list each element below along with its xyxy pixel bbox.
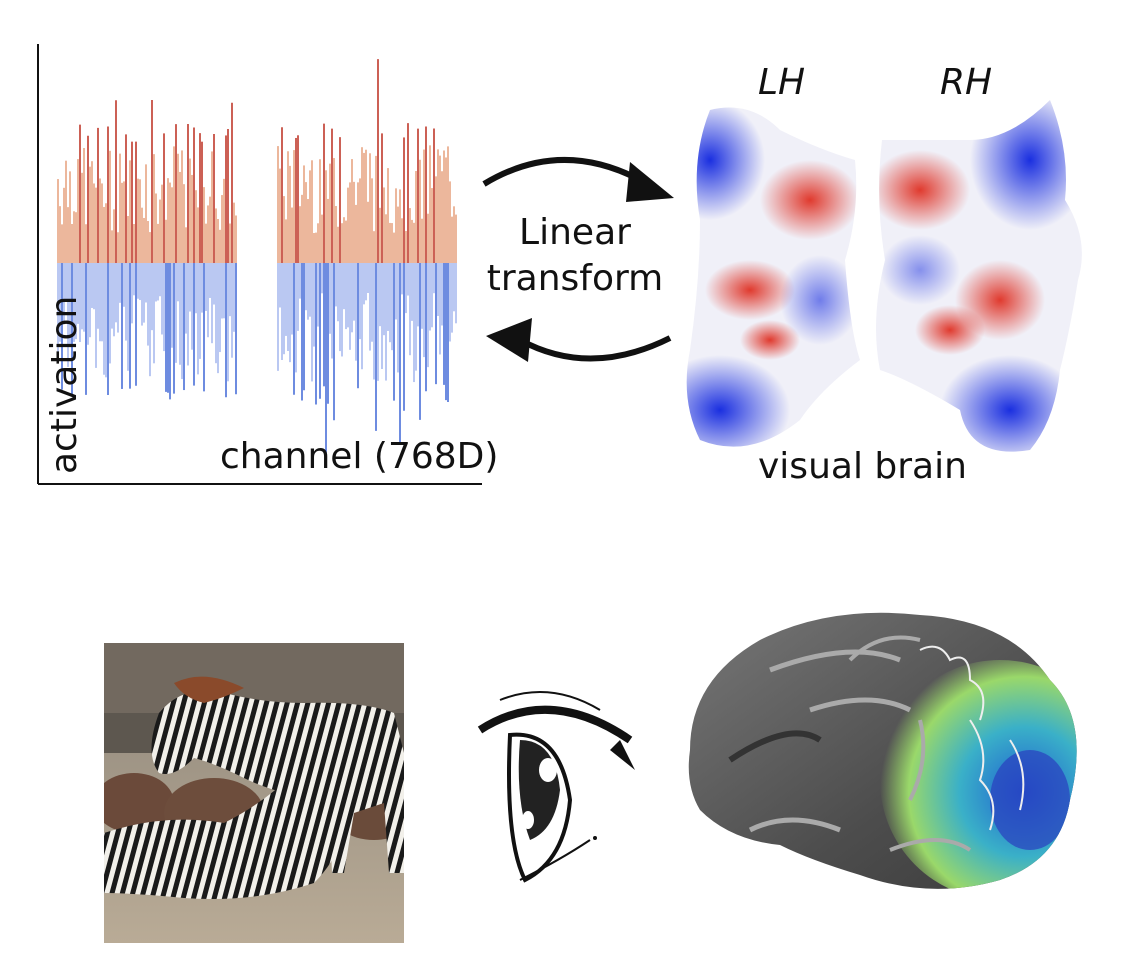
backward-arrow <box>518 335 672 362</box>
flatmap-right-hemisphere <box>876 100 1082 452</box>
forward-arrow-head <box>626 162 674 202</box>
lying-zebra <box>104 771 343 899</box>
brain-3d-surface <box>688 612 1077 889</box>
x-axis-label: channel (768D) <box>220 436 499 477</box>
transform-label-line2: transform <box>486 258 664 299</box>
eye-drawing <box>477 691 635 883</box>
transform-arrows <box>482 157 674 362</box>
right-hemisphere-label: RH <box>940 62 993 103</box>
transform-label: Linear transform <box>470 210 680 302</box>
y-axis-label: activation <box>44 295 85 474</box>
zebra-photo <box>104 643 404 943</box>
activation-chart <box>37 44 482 485</box>
backward-arrow-head <box>486 318 532 362</box>
forward-arrow <box>482 157 642 187</box>
brain-flatmaps <box>686 100 1082 452</box>
visual-brain-label: visual brain <box>758 446 967 487</box>
transform-label-line1: Linear <box>519 212 631 253</box>
flatmap-left-hemisphere <box>686 107 860 447</box>
chart-bars <box>57 59 457 458</box>
left-hemisphere-label: LH <box>758 62 806 103</box>
